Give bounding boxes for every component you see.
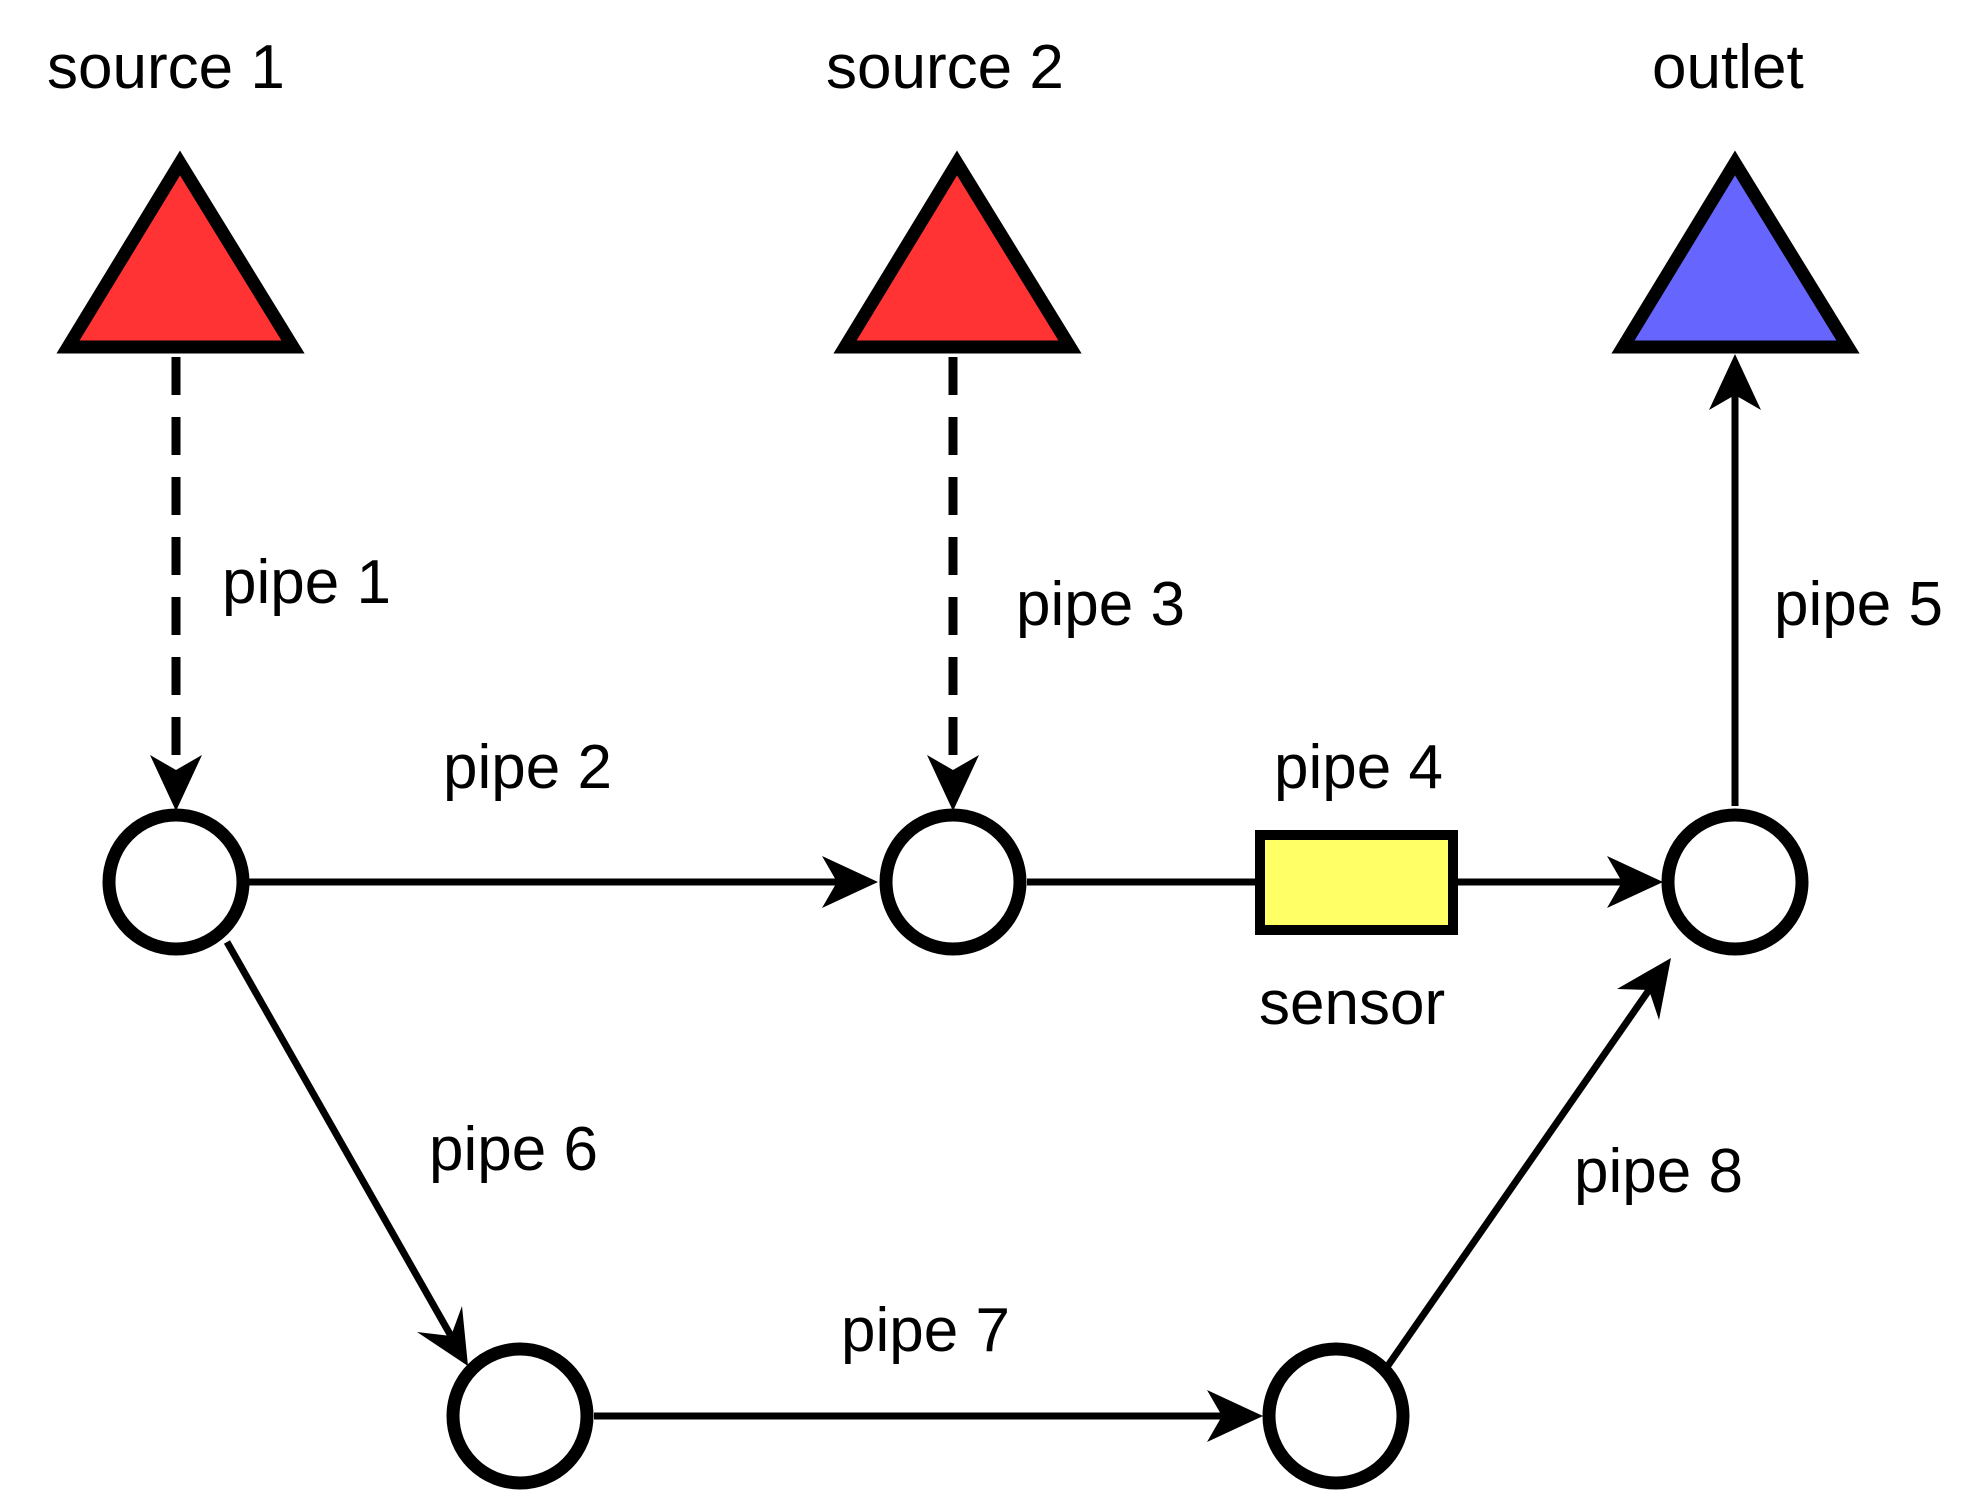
junction-node-4 bbox=[446, 1342, 594, 1490]
pipe-8-label: pipe 8 bbox=[1574, 1137, 1743, 1206]
outlet-triangle bbox=[1611, 150, 1860, 354]
outlet-label: outlet bbox=[1652, 33, 1804, 102]
sensor-label: sensor bbox=[1259, 969, 1445, 1038]
pipe-1-arrowhead bbox=[150, 755, 202, 811]
pipe-4 bbox=[1027, 856, 1663, 908]
source-1-label: source 1 bbox=[47, 33, 285, 102]
pipe-8 bbox=[1384, 958, 1671, 1369]
pipe-2-arrowhead bbox=[822, 856, 878, 908]
pipe-7-label: pipe 7 bbox=[841, 1296, 1010, 1365]
pipe-2-label: pipe 2 bbox=[443, 733, 612, 802]
pipe-6 bbox=[223, 940, 468, 1366]
junction-node-5 bbox=[1262, 1342, 1410, 1490]
pipe-8-arrowhead bbox=[1617, 958, 1671, 1020]
junction-node-1 bbox=[102, 808, 250, 956]
junction-node-2 bbox=[879, 808, 1027, 956]
pipe-4-arrowhead bbox=[1607, 856, 1663, 908]
pipe-5 bbox=[1709, 354, 1761, 806]
pipe-3 bbox=[927, 357, 979, 811]
pipe-1 bbox=[150, 357, 202, 811]
pipe-2 bbox=[249, 856, 878, 908]
pipe-6-label: pipe 6 bbox=[429, 1115, 598, 1184]
source-2-label: source 2 bbox=[826, 33, 1064, 102]
pipe-7 bbox=[594, 1390, 1263, 1442]
junction-node-3 bbox=[1661, 808, 1809, 956]
pipe-4-label: pipe 4 bbox=[1274, 733, 1443, 802]
pipe-7-arrowhead bbox=[1207, 1390, 1263, 1442]
source-2-triangle bbox=[833, 150, 1082, 354]
pipe-5-arrowhead bbox=[1709, 354, 1761, 410]
pipe-1-label: pipe 1 bbox=[222, 548, 391, 617]
pipe-3-label: pipe 3 bbox=[1016, 570, 1185, 639]
source-1-triangle bbox=[56, 150, 305, 354]
pipe-6-arrowhead bbox=[417, 1306, 468, 1366]
pipe-5-label: pipe 5 bbox=[1774, 570, 1943, 639]
pipe-3-arrowhead bbox=[927, 755, 979, 811]
sensor-box bbox=[1255, 830, 1458, 935]
